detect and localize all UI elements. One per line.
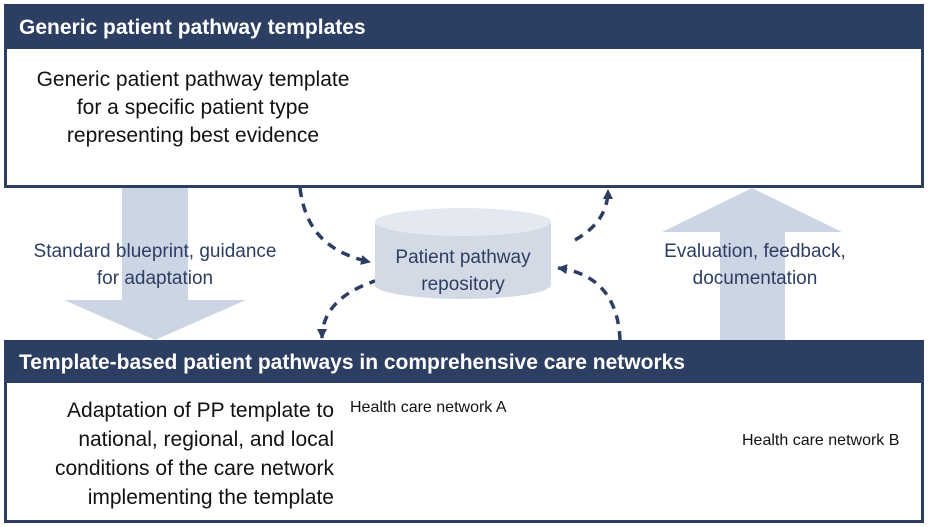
repository-connectors (298, 187, 622, 341)
dashed-arrow-repo-to-template (574, 189, 613, 242)
up-block-arrow (662, 188, 842, 340)
dashed-arrow-repo-to-network (317, 278, 379, 339)
repository-cylinder (375, 208, 551, 299)
panel-title-care-networks: Template-based patient pathways in compr… (7, 343, 921, 383)
dashed-arrow-network-to-repo (557, 264, 622, 341)
care-networks-panel: Template-based patient pathways in compr… (4, 340, 924, 523)
template-description: Generic patient pathway template for a s… (36, 68, 350, 147)
evaluation-feedback-label: Evaluation, feedback, documentation (664, 241, 846, 289)
blueprint-guidance-label: Standard blueprint, guidance for adaptat… (33, 241, 277, 289)
down-block-arrow (64, 188, 246, 340)
network-b-label: Health care network B (742, 432, 900, 449)
adaptation-description: Adaptation of PP template to national, r… (55, 399, 334, 509)
panel-title-generic-templates: Generic patient pathway templates (7, 7, 921, 49)
repository-label: Patient pathway repository (395, 247, 531, 295)
network-a-label: Health care network A (350, 399, 507, 416)
generic-templates-panel: Generic patient pathway templates (4, 4, 924, 188)
dashed-arrow-template-to-repo (298, 187, 371, 265)
